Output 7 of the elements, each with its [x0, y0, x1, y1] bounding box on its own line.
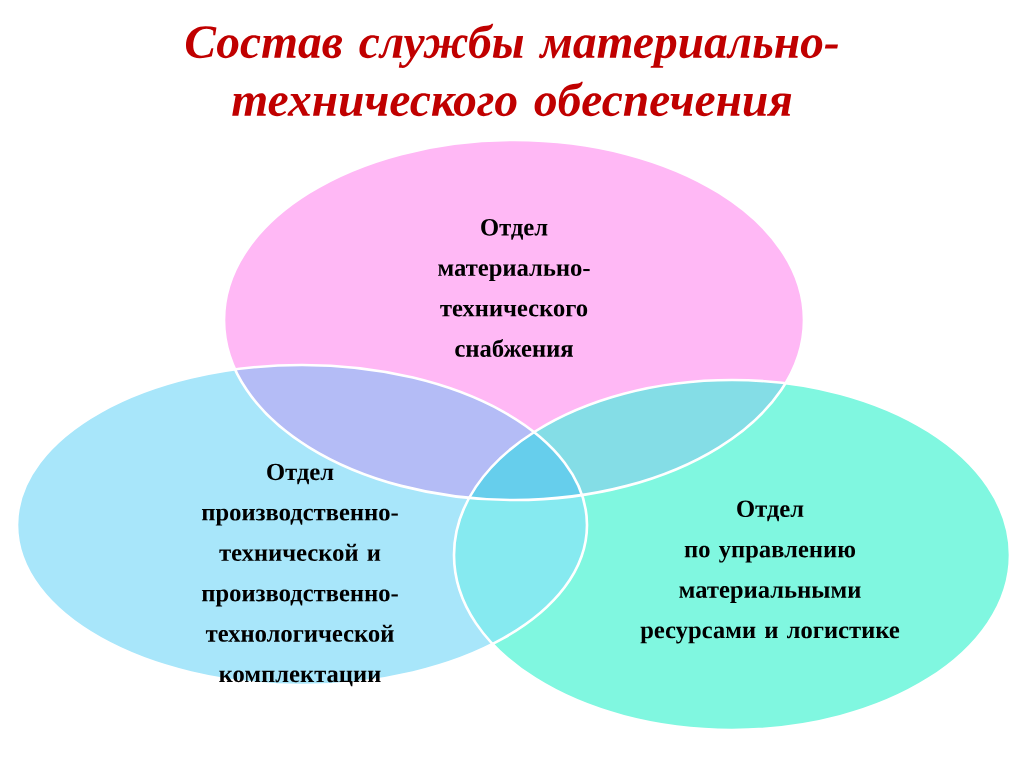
department-label: Отдел материально-технического снабжения: [438, 219, 590, 357]
department-ellipse: [222, 138, 806, 502]
title: Состав службы материально-технического обеспечения: [185, 23, 838, 117]
department-label: Отдел производственно-технической и производственно-технологической комплектации: [201, 463, 398, 687]
department-label: Отдел по управлению материальными ресурсами и логистике: [640, 500, 900, 644]
department-ellipse: [452, 378, 1012, 732]
department-ellipse: [15, 363, 589, 687]
